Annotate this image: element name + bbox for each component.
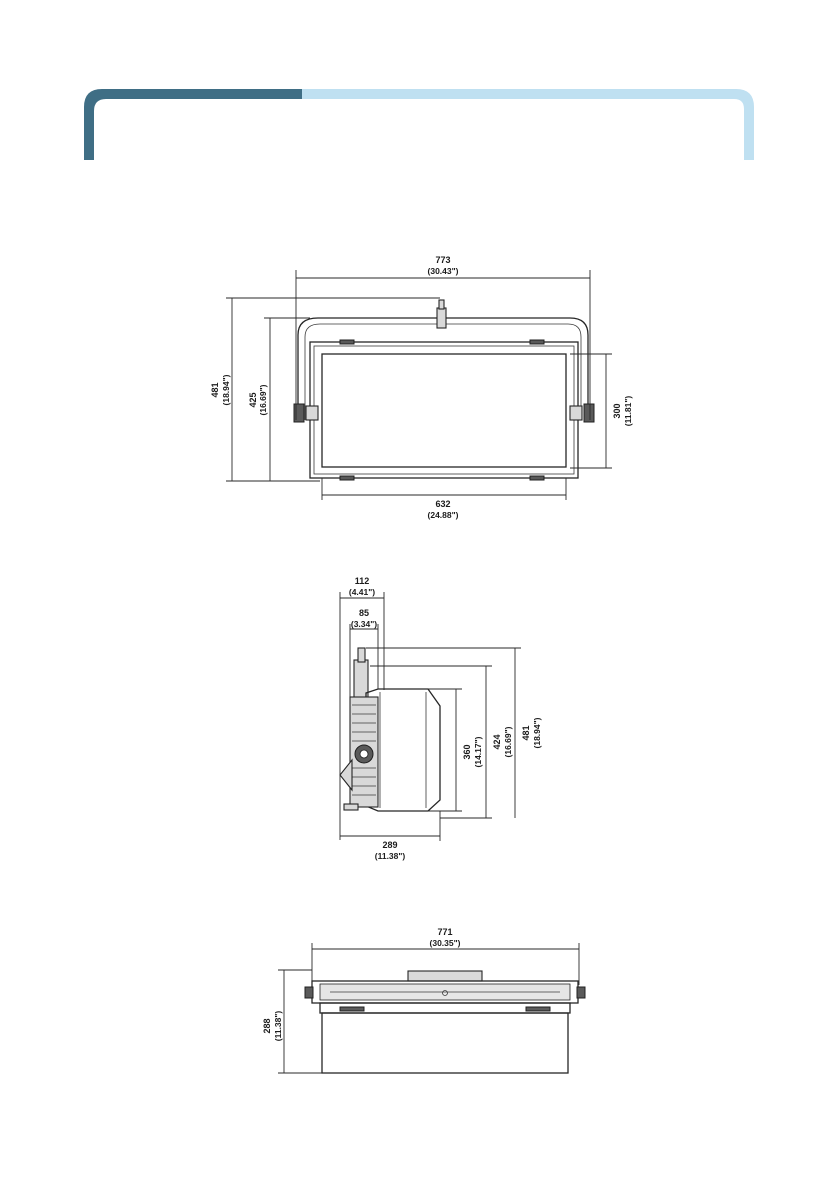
side-top-width-label: 112 [355, 576, 370, 586]
front-inner-height-label: 425 [248, 392, 258, 407]
front-height-label: 481 [210, 382, 220, 397]
front-height-in-label: (18.94") [221, 374, 231, 405]
side-body-height-label: 360 [462, 744, 472, 759]
front-inner-height-in-label: (16.69") [258, 384, 268, 415]
top-depth-label: 288 [262, 1018, 272, 1033]
side-view: 112 (4.41") 85 (3.34") 360 (14.17") 424 … [340, 576, 542, 861]
top-width-in-label: (30.35") [430, 938, 461, 948]
front-panel-height-label: 300 [612, 403, 622, 418]
side-top-width-in-label: (4.41") [349, 587, 375, 597]
top-width-label: 771 [437, 927, 452, 937]
top-depth-in-label: (11.38") [273, 1011, 283, 1042]
side-depth-in-label: (11.38") [375, 851, 406, 861]
side-inner-width-label: 85 [359, 608, 369, 618]
front-width-in-label: (30.43") [428, 266, 459, 276]
side-body-height-in-label: (14.17") [473, 736, 483, 767]
front-view: 773 (30.43") 481 (18.94") 425 (16.69") 3… [210, 255, 633, 520]
side-total-height-in-label: (18.94") [532, 717, 542, 748]
side-depth-label: 289 [382, 840, 397, 850]
front-panel-height-in-label: (11.81") [623, 396, 633, 427]
front-bottom-width-label: 632 [435, 499, 450, 509]
side-inner-width-in-label: (3.34") [351, 619, 377, 629]
front-width-label: 773 [435, 255, 450, 265]
side-mid-height-label: 424 [492, 734, 502, 749]
side-mid-height-in-label: (16.69") [503, 726, 513, 757]
front-bottom-width-in-label: (24.88") [428, 510, 459, 520]
top-view: 771 (30.35") 288 (11.38") [262, 927, 585, 1073]
side-total-height-label: 481 [521, 725, 531, 740]
